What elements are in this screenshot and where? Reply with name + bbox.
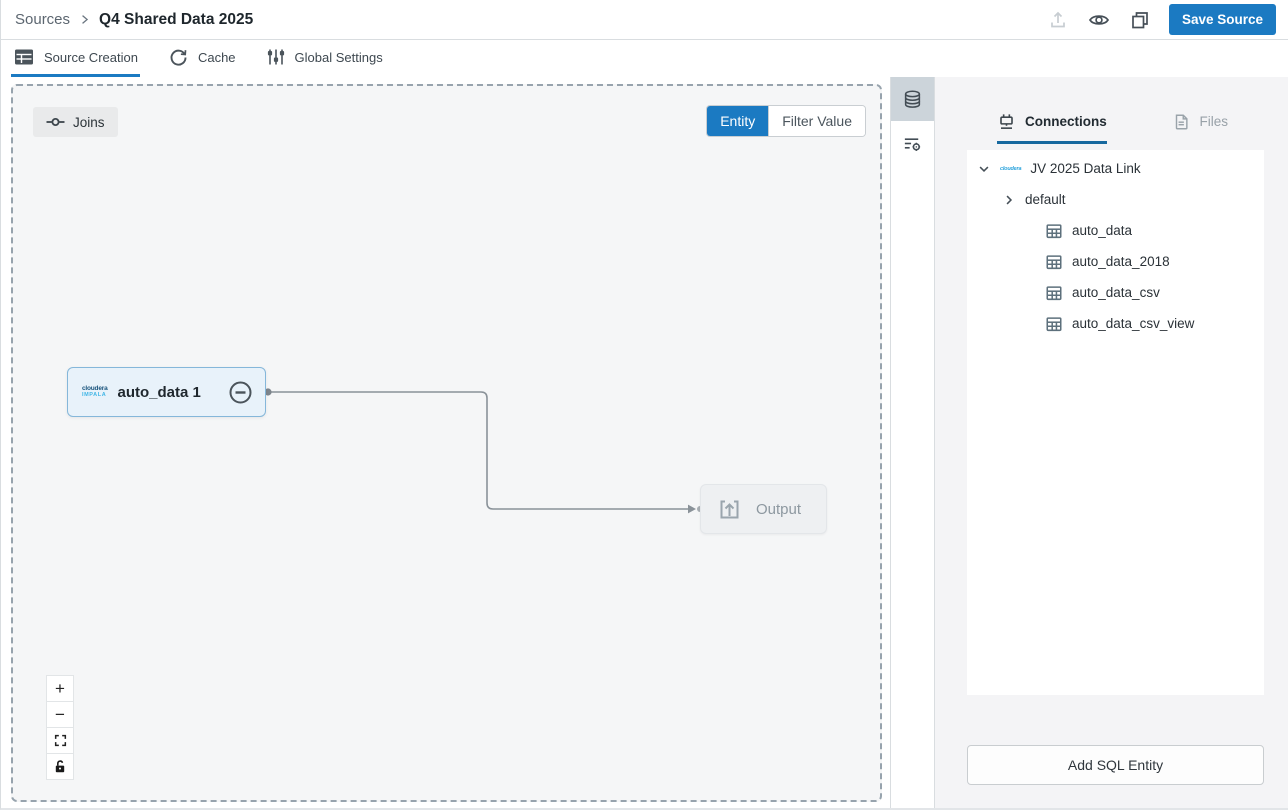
table-label: auto_data <box>1072 223 1133 238</box>
output-node-label: Output <box>756 500 802 518</box>
tab-connections-label: Connections <box>1025 114 1107 129</box>
joins-button[interactable]: Joins <box>33 107 118 137</box>
tab-label: Source Creation <box>44 49 138 65</box>
tab-global-settings[interactable]: Global Settings <box>264 40 385 77</box>
table-label: auto_data_csv <box>1072 285 1160 300</box>
file-icon <box>1172 113 1190 131</box>
lock-button[interactable] <box>46 753 74 780</box>
cloudera-impala-logo: cloudera IMPALA <box>82 385 108 398</box>
settings-strip-tab[interactable] <box>891 121 934 165</box>
zoom-controls: + − <box>46 675 74 780</box>
tab-files-label: Files <box>1199 114 1228 129</box>
tree-table-auto-data-2018[interactable]: auto_data_2018 <box>967 246 1264 277</box>
breadcrumb: Sources Q4 Shared Data 2025 <box>15 11 253 29</box>
connection-tree-panel: cloudera JV 2025 Data Link default <box>967 150 1264 695</box>
tree-table-auto-data-csv[interactable]: auto_data_csv <box>967 277 1264 308</box>
tab-label: Cache <box>197 49 236 65</box>
page-title: Q4 Shared Data 2025 <box>99 10 254 28</box>
tree-connection-jv-2025-data-link[interactable]: cloudera JV 2025 Data Link <box>967 153 1264 184</box>
sliders-icon <box>266 47 286 67</box>
side-icon-strip <box>890 77 934 808</box>
entity-toggle-button[interactable]: Entity <box>707 106 769 136</box>
table-grid-icon <box>1045 315 1063 333</box>
table-icon <box>13 46 35 68</box>
join-icon <box>46 115 65 129</box>
output-node[interactable]: Output <box>700 484 827 534</box>
table-grid-icon <box>1045 253 1063 271</box>
connection-tree: cloudera JV 2025 Data Link default <box>967 150 1264 339</box>
canvas-wrap: Joins Entity Filter Value cloudera IMPAL… <box>1 77 890 808</box>
dataset-node-auto-data-1[interactable]: cloudera IMPALA auto_data 1 <box>67 367 266 417</box>
database-icon <box>902 89 923 110</box>
tab-bar: Source Creation Cache <box>1 40 1288 77</box>
refresh-icon <box>168 47 189 68</box>
joins-button-label: Joins <box>73 114 105 130</box>
connection-label: JV 2025 Data Link <box>1030 161 1141 176</box>
duplicate-icon[interactable] <box>1128 8 1152 32</box>
connections-panel: Connections Files <box>934 77 1288 808</box>
zoom-out-button[interactable]: − <box>46 701 74 728</box>
tab-cache[interactable]: Cache <box>166 40 238 77</box>
chevron-right-icon <box>78 13 91 26</box>
filter-value-toggle-button[interactable]: Filter Value <box>768 106 865 136</box>
panel-tabs: Connections Files <box>935 112 1288 144</box>
datasets-strip-tab[interactable] <box>891 77 934 121</box>
tab-files[interactable]: Files <box>1172 112 1228 144</box>
topbar-actions: Save Source <box>1046 4 1276 35</box>
tab-connections[interactable]: Connections <box>997 112 1107 144</box>
connector-line <box>264 388 703 514</box>
source-canvas[interactable]: Joins Entity Filter Value cloudera IMPAL… <box>11 84 882 802</box>
chevron-right-icon[interactable] <box>1002 193 1016 207</box>
preview-eye-icon[interactable] <box>1087 8 1111 32</box>
cloudera-mini-logo: cloudera <box>1000 165 1022 172</box>
zoom-in-button[interactable]: + <box>46 675 74 702</box>
table-grid-icon <box>1045 222 1063 240</box>
fit-screen-button[interactable] <box>46 727 74 754</box>
tree-table-auto-data[interactable]: auto_data <box>967 215 1264 246</box>
save-source-button[interactable]: Save Source <box>1168 4 1276 35</box>
output-export-icon <box>717 497 742 522</box>
remove-node-icon[interactable] <box>228 380 253 405</box>
database-label: default <box>1025 192 1066 207</box>
table-label: auto_data_csv_view <box>1072 316 1195 331</box>
chevron-down-icon[interactable] <box>977 162 991 176</box>
breadcrumb-sources-link[interactable]: Sources <box>15 11 71 28</box>
tab-label: Global Settings <box>294 49 383 65</box>
list-settings-icon <box>902 133 923 154</box>
export-icon[interactable] <box>1046 8 1070 32</box>
plug-icon <box>997 112 1016 131</box>
entity-filter-toggle: Entity Filter Value <box>707 106 865 136</box>
tree-table-auto-data-csv-view[interactable]: auto_data_csv_view <box>967 308 1264 339</box>
node-label: auto_data 1 <box>117 383 201 401</box>
table-label: auto_data_2018 <box>1072 254 1170 269</box>
tab-source-creation[interactable]: Source Creation <box>11 40 140 77</box>
table-grid-icon <box>1045 284 1063 302</box>
add-sql-entity-button[interactable]: Add SQL Entity <box>967 745 1264 785</box>
main-area: Joins Entity Filter Value cloudera IMPAL… <box>1 77 1288 808</box>
top-bar: Sources Q4 Shared Data 2025 <box>1 0 1288 40</box>
tree-database-default[interactable]: default <box>967 184 1264 215</box>
